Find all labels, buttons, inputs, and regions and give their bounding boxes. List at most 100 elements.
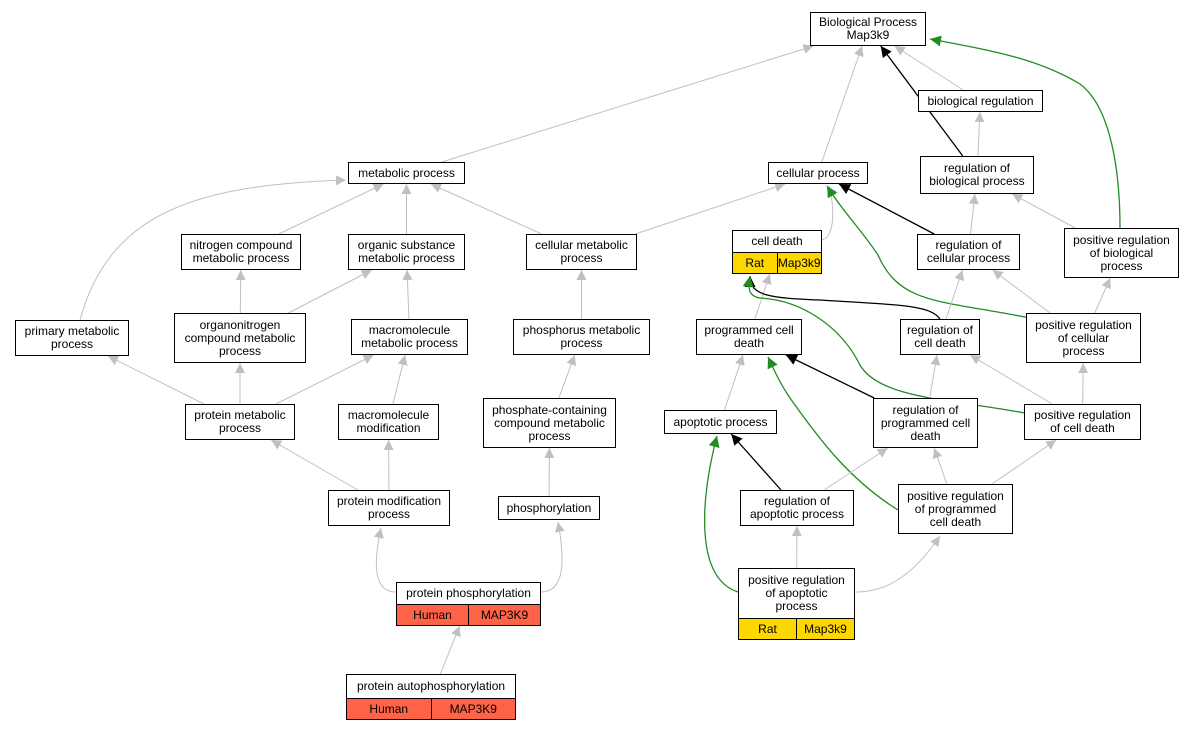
annotation-species: Rat: [745, 256, 765, 270]
node-nitro[interactable]: nitrogen compound metabolic process: [181, 234, 301, 270]
edge-cellmet-to-cellproc: [635, 182, 786, 235]
node-phosmet[interactable]: phosphorus metabolic process: [513, 319, 650, 355]
node-poscell[interactable]: positive regulation of cellular process: [1026, 313, 1141, 363]
node-label: protein autophosphorylation: [356, 679, 506, 693]
node-label: apoptotic process: [673, 414, 768, 429]
node-label: phosphate-containing compound metabolic …: [492, 402, 607, 443]
annotation-gene: Map3k9: [776, 253, 822, 273]
node-macromet[interactable]: macromolecule metabolic process: [351, 319, 468, 355]
edge-nitro-to-metab: [278, 183, 384, 235]
node-label: regulation of cell death: [906, 323, 974, 350]
annotation-species: Human: [413, 608, 452, 622]
node-label: phosphorus metabolic process: [522, 323, 641, 350]
node-label: protein metabolic process: [194, 408, 286, 435]
node-cellproc[interactable]: cellular process: [768, 162, 868, 184]
node-label: regulation of biological process: [929, 161, 1025, 188]
node-primary[interactable]: primary metabolic process: [15, 320, 129, 356]
node-label: regulation of cellular process: [926, 238, 1011, 265]
edge-protphos-to-phosph: [540, 521, 565, 593]
node-regbio[interactable]: regulation of biological process: [920, 156, 1034, 194]
annotation-gene: MAP3K9: [430, 699, 516, 719]
node-bp[interactable]: Biological Process Map3k9: [810, 12, 926, 46]
edge-pospcd-to-poscd: [991, 439, 1057, 485]
annotation-row: Rat Map3k9: [733, 252, 821, 273]
node-regcd[interactable]: regulation of cell death: [900, 319, 980, 355]
node-posbio[interactable]: positive regulation of biological proces…: [1064, 228, 1179, 278]
edge-celldeath-to-cellproc: [821, 185, 837, 241]
node-protmet[interactable]: protein metabolic process: [185, 404, 295, 440]
edge-posbio-to-bp: [929, 35, 1121, 229]
edge-organonitro-to-organic: [288, 269, 372, 314]
node-breg[interactable]: biological regulation: [918, 90, 1043, 112]
edge-poscd-to-poscell: [1078, 362, 1089, 405]
node-posapop[interactable]: positive regulation of apoptotic process…: [738, 568, 855, 640]
node-label: macromolecule modification: [347, 408, 430, 435]
node-pcd[interactable]: programmed cell death: [696, 319, 802, 355]
edge-protphos-to-protmod: [373, 527, 397, 593]
node-cellmet[interactable]: cellular metabolic process: [526, 234, 637, 270]
edge-pospcd-to-pcd: [767, 356, 899, 511]
node-protmod[interactable]: protein modification process: [328, 490, 450, 526]
node-label: cellular metabolic process: [535, 238, 628, 265]
node-label: programmed cell death: [704, 323, 794, 350]
node-label: cell death: [751, 234, 803, 248]
node-regapop[interactable]: regulation of apoptotic process: [740, 490, 854, 526]
node-label: nitrogen compound metabolic process: [189, 238, 293, 265]
node-label: positive regulation of biological proces…: [1073, 232, 1170, 273]
edge-regpcd-to-regcd: [929, 354, 941, 399]
node-organonitro[interactable]: organonitrogen compound metabolic proces…: [174, 313, 306, 363]
edge-regcell-to-cellproc: [838, 183, 935, 235]
edge-pcd-to-celldeath: [754, 273, 772, 320]
edge-protmod-to-protmet: [270, 439, 359, 491]
edge-regpcd-to-pcd: [785, 354, 875, 399]
edge-protauto-to-protphos: [439, 625, 461, 675]
node-phosph[interactable]: phosphorylation: [498, 496, 600, 520]
annotation-gene: Map3k9: [796, 619, 854, 639]
node-label: biological regulation: [927, 93, 1034, 108]
edge-poscell-to-cellproc: [826, 185, 1031, 319]
node-pospcd[interactable]: positive regulation of programmed cell d…: [898, 484, 1013, 534]
node-label: regulation of apoptotic process: [749, 494, 845, 521]
edge-phoscont-to-phosmet: [558, 354, 576, 399]
edge-regcd-to-celldeath: [744, 275, 941, 320]
edge-metab-to-bp: [441, 44, 814, 163]
node-label: primary metabolic process: [24, 324, 120, 351]
node-apop[interactable]: apoptotic process: [664, 410, 777, 434]
edge-primary-to-metab: [79, 175, 347, 321]
node-label: positive regulation of cellular process: [1035, 317, 1132, 358]
node-metab[interactable]: metabolic process: [348, 162, 465, 184]
annotation-species: Human: [369, 702, 409, 716]
node-label: Biological Process Map3k9: [818, 15, 918, 42]
node-label: metabolic process: [358, 165, 455, 180]
node-macromod[interactable]: macromolecule modification: [338, 404, 439, 440]
node-poscd[interactable]: positive regulation of cell death: [1024, 404, 1141, 440]
edge-macromet-to-organic: [402, 269, 413, 320]
node-phoscont[interactable]: phosphate-containing compound metabolic …: [483, 398, 616, 448]
edge-pospcd-to-regpcd: [932, 447, 948, 485]
edge-poscell-to-posbio: [1094, 277, 1111, 314]
edge-apop-to-pcd: [724, 354, 745, 411]
node-regcell[interactable]: regulation of cellular process: [917, 234, 1020, 270]
edge-regapop-to-apop: [730, 433, 782, 491]
annotation-gene: MAP3K9: [468, 605, 540, 625]
edge-regbio-to-breg: [974, 111, 985, 157]
node-label: organonitrogen compound metabolic proces…: [184, 317, 296, 358]
edge-regapop-to-regpcd: [823, 447, 888, 491]
edge-poscell-to-regcell: [992, 269, 1051, 314]
edge-protmet-to-primary: [107, 355, 205, 405]
node-regpcd[interactable]: regulation of programmed cell death: [873, 398, 978, 448]
node-organic[interactable]: organic substance metabolic process: [348, 234, 465, 270]
edge-regcell-to-regbio: [968, 193, 979, 235]
node-label: regulation of programmed cell death: [880, 402, 971, 443]
annotation-row: Human MAP3K9: [397, 604, 540, 625]
annotation-row: Human MAP3K9: [347, 698, 515, 719]
node-label: positive regulation of apoptotic process: [748, 573, 845, 613]
edge-cellmet-to-metab: [430, 183, 542, 235]
edge-protmet-to-macromet: [275, 354, 374, 405]
edge-breg-to-bp: [894, 45, 964, 91]
node-label: protein phosphorylation: [406, 586, 531, 600]
